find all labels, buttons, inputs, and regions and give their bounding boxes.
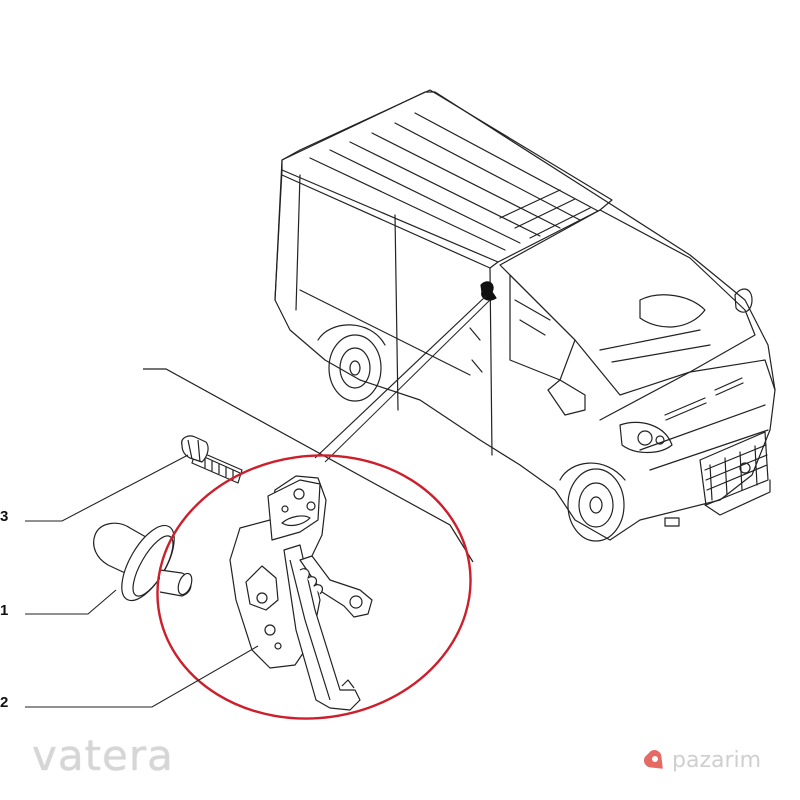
watermark-vatera: vatera: [32, 731, 174, 780]
detail-leader-line: [314, 295, 487, 459]
callout-number-3: 3: [0, 508, 9, 525]
watermark-pazarim-text: pazarim: [672, 748, 762, 773]
bolt-part-3: [181, 435, 243, 484]
callout-leaders: [25, 454, 259, 708]
watermark-pazarim: pazarim: [642, 748, 761, 774]
leader-1: [25, 589, 117, 615]
hinge-part-2: [229, 475, 373, 711]
callout-number-1: 1: [0, 602, 9, 619]
detail-leader-line-2: [324, 299, 491, 463]
reference-line: [143, 368, 474, 563]
highlight-ring: [156, 454, 472, 720]
location-pin-icon: [643, 749, 663, 769]
van-illustration: [274, 89, 776, 542]
leader-2: [25, 645, 259, 708]
callout-number-2: 2: [0, 694, 9, 711]
leader-3: [25, 454, 189, 522]
pin-part-1: [93, 522, 193, 602]
